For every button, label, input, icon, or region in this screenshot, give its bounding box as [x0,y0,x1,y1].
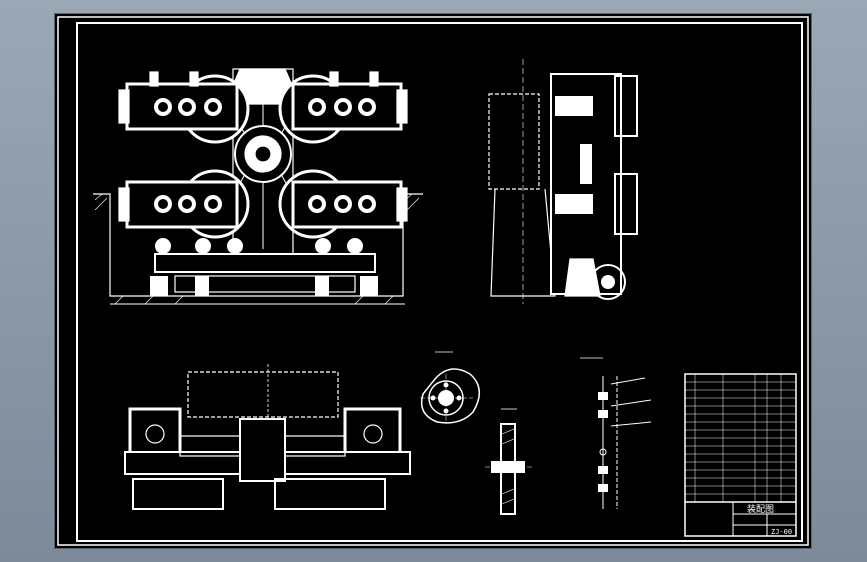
title-block-drawing-number: ZJ-00 [771,528,792,536]
outer-border [57,16,809,546]
central-bore [254,145,272,163]
plan-left-roller [145,424,165,444]
detail-b-view[interactable] [485,408,533,515]
pit-hatching [94,193,420,305]
section-a-view[interactable] [420,351,480,424]
detail-b-hatching [501,428,515,505]
parts-list-columns [694,374,782,502]
side-elevation-view[interactable] [488,59,638,304]
plan-right-tray [274,478,386,510]
cam-outline [420,368,480,424]
inner-border [76,22,803,542]
base-frame [174,275,356,293]
side-motor [564,258,601,297]
side-gear-units [555,96,593,214]
title-block[interactable]: 装配图 ZJ-00 [684,373,797,537]
drawing-sheet[interactable]: 装配图 ZJ-00 [55,14,811,548]
plan-right-roller [363,424,383,444]
drawing-canvas: 装配图 ZJ-00 [57,16,809,546]
support-legs [150,276,378,296]
plan-left-tray [132,478,224,510]
parts-list-rows [685,381,796,495]
side-bearing-blocks [614,75,638,235]
front-elevation-view[interactable] [93,68,423,305]
side-hopper [488,93,540,190]
schematic-node [599,448,607,456]
plan-view[interactable] [124,364,411,510]
base-wheels [155,238,363,254]
schematic-valves [598,392,608,492]
hydraulic-schematic[interactable] [580,357,652,509]
base-carriage [154,253,376,273]
plan-center-block [239,418,286,482]
title-block-title: 装配图 [747,503,774,515]
plan-hopper-outline [187,371,339,418]
lower-roller-housing [118,180,408,229]
schematic-leaders [610,377,652,427]
parts-list-frame [684,373,797,537]
